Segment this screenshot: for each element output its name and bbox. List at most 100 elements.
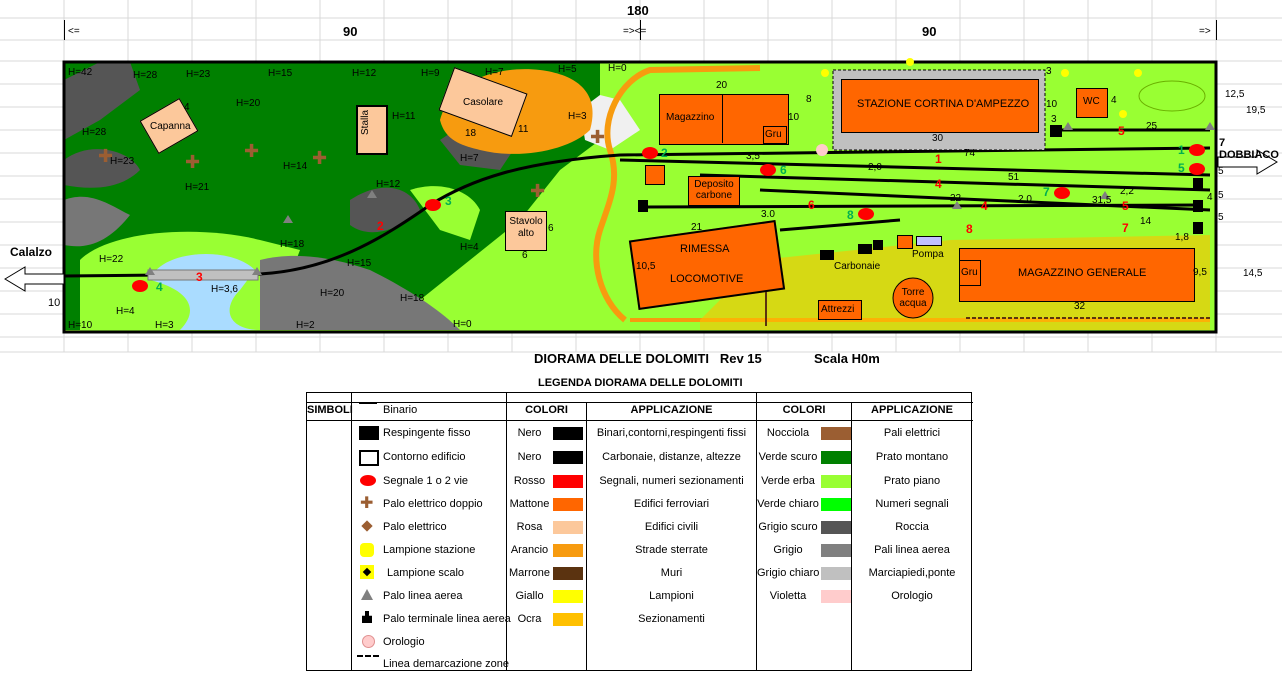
- binario-3: [699, 173, 1211, 192]
- measure-label: 3: [1046, 66, 1052, 77]
- pompa-label: Pompa: [912, 249, 944, 260]
- measure-label: 5: [1218, 166, 1224, 177]
- height-label: H=0: [608, 63, 627, 74]
- color-use: Prato montano: [875, 451, 949, 463]
- signal-number: 1: [1178, 143, 1185, 157]
- measure-label: 30: [932, 133, 944, 144]
- signal-number: 6: [780, 163, 787, 177]
- color-swatch: [553, 544, 583, 557]
- diorama-border: [62, 60, 1218, 334]
- legend-symbol-label: Palo linea aerea: [383, 590, 463, 602]
- left-half-width-label: 90: [343, 24, 358, 39]
- section-number: 2: [377, 219, 384, 233]
- measure-label: 8: [806, 94, 812, 105]
- roccia-4: [350, 187, 420, 233]
- palo-aereo-icon: [1063, 122, 1073, 130]
- measure-label: 4: [1111, 95, 1117, 106]
- measure-label: 74: [964, 148, 976, 159]
- color-name: Violetta: [769, 590, 807, 602]
- height-label: H=20: [236, 98, 261, 109]
- arrow-dobbiaco-icon: [1217, 149, 1278, 175]
- measure-label: 32: [1074, 301, 1086, 312]
- segnale-4-icon: [132, 280, 148, 292]
- height-label: H=7: [485, 67, 504, 78]
- gru2-box: [959, 260, 981, 286]
- signal-number: 5: [1178, 161, 1185, 175]
- color-name: Grigio: [773, 544, 803, 556]
- section-number: 8: [966, 222, 973, 236]
- color-swatch: [821, 590, 851, 603]
- binario-2: [619, 158, 1211, 177]
- legend-header-colori: COLORI: [525, 404, 568, 416]
- color-swatch: [821, 498, 851, 511]
- height-label: H=9: [421, 68, 440, 79]
- brown-diamond-icon: [361, 520, 373, 532]
- segnale-3-icon: [425, 199, 441, 211]
- signal-number: 2: [661, 146, 668, 160]
- lampione-icon: [1061, 69, 1069, 77]
- right-half-width-label: 90: [922, 24, 937, 39]
- palo-aereo-icon: [283, 215, 293, 223]
- gray-triangle-icon: [361, 589, 373, 600]
- pompa-tank: [916, 236, 942, 246]
- palo-doppio-icon: ✚: [530, 181, 545, 202]
- color-use: Pali linea aerea: [874, 544, 950, 556]
- color-use: Pali elettrici: [883, 427, 941, 439]
- color-swatch: [821, 567, 851, 580]
- legend-symbol-label: Segnale 1 o 2 vie: [383, 475, 469, 487]
- gru-box: [763, 126, 787, 144]
- magazzino-generale-label: MAGAZZINO GENERALE: [1018, 267, 1147, 279]
- color-use: Segnali, numeri sezionamenti: [599, 475, 744, 487]
- dimension-tick-right: [1216, 20, 1217, 40]
- aiuola: [1138, 80, 1206, 112]
- binario-carbonaie: [779, 218, 901, 232]
- height-label: H=15: [268, 68, 293, 79]
- color-use: Carbonaie, distanze, altezze: [602, 451, 741, 463]
- palo-doppio-icon: ✚: [185, 152, 200, 173]
- capanna-label: Capanna: [150, 121, 191, 132]
- color-swatch: [553, 567, 583, 580]
- signal-number: 4: [156, 280, 163, 294]
- binario-5: [644, 203, 1201, 209]
- yellow-diamond-icon: [360, 565, 374, 579]
- color-name: Grigio scuro: [758, 521, 818, 533]
- scale-label: Scala H0m: [814, 351, 880, 366]
- measure-label: 10: [1046, 99, 1058, 110]
- strada-sterrata: [593, 65, 761, 323]
- building-magazzino-generale: [959, 248, 1195, 302]
- color-use: Prato piano: [883, 475, 941, 487]
- height-label: H=5: [558, 64, 577, 75]
- stalla-label: Stalla: [360, 109, 371, 135]
- segnale-6-icon: [760, 164, 776, 176]
- wc-label: WC: [1083, 96, 1100, 107]
- measure-label: 2,2: [1120, 186, 1134, 197]
- height-label: H=28: [82, 127, 107, 138]
- height-label: H=4: [116, 306, 135, 317]
- pink-clock-icon: [362, 635, 375, 648]
- brown-cross-icon: ✚: [360, 493, 374, 512]
- measure-label: 19,5: [1246, 105, 1266, 116]
- pali-linea-aerea: [145, 122, 1215, 275]
- height-label: H=23: [110, 156, 135, 167]
- respingente-1-icon: [1193, 178, 1203, 190]
- color-use: Muri: [660, 567, 683, 579]
- palo-aereo-icon: [252, 267, 262, 275]
- height-label: H=3: [155, 320, 174, 331]
- building-stavolo: [505, 211, 547, 251]
- section-number: 5: [1118, 124, 1125, 138]
- palo-aereo-icon: [145, 267, 155, 275]
- measure-label: 51: [1008, 172, 1020, 183]
- color-swatch: [553, 613, 583, 626]
- legend-header-applicazione-2: APPLICAZIONE: [871, 404, 953, 416]
- color-name: Rosso: [513, 475, 546, 487]
- stavolo-label: Stavolo alto: [509, 216, 543, 239]
- color-swatch: [553, 427, 583, 440]
- carbonaia-icon: [873, 240, 883, 250]
- respingenti: [638, 125, 1203, 234]
- segnale-1-icon: [1189, 144, 1205, 156]
- height-label: H=42: [68, 67, 93, 78]
- measure-label: 31,5: [1092, 195, 1112, 206]
- measure-label: 3,5: [746, 151, 760, 162]
- color-name: Nocciola: [766, 427, 810, 439]
- measure-label: 4: [1207, 192, 1213, 203]
